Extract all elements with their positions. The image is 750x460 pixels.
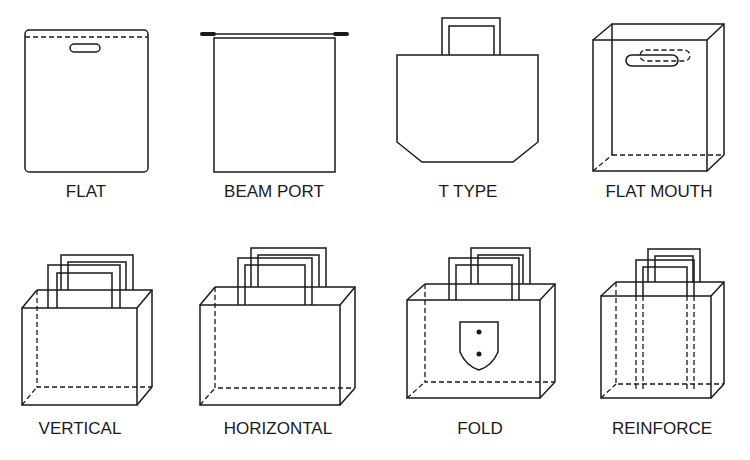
bag-type-label: FLAT [66, 182, 106, 202]
bag-type-label: HORIZONTAL [224, 419, 332, 439]
t-type-bag [397, 18, 538, 162]
fold-bag [407, 248, 555, 398]
vertical-bag [22, 255, 152, 405]
reinforce-bag [601, 249, 724, 398]
beam-port-bag [202, 34, 347, 172]
bag-type-label: FLAT MOUTH [605, 182, 712, 202]
flat-mouth-bag [593, 24, 724, 171]
horizontal-bag [200, 248, 355, 405]
bag-type-label: FOLD [457, 419, 502, 439]
flat-bag [25, 30, 148, 172]
bag-type-label: T TYPE [439, 182, 498, 202]
bag-type-label: BEAM PORT [224, 182, 324, 202]
bag-type-label: VERTICAL [39, 419, 122, 439]
bag-type-label: REINFORCE [612, 419, 712, 439]
